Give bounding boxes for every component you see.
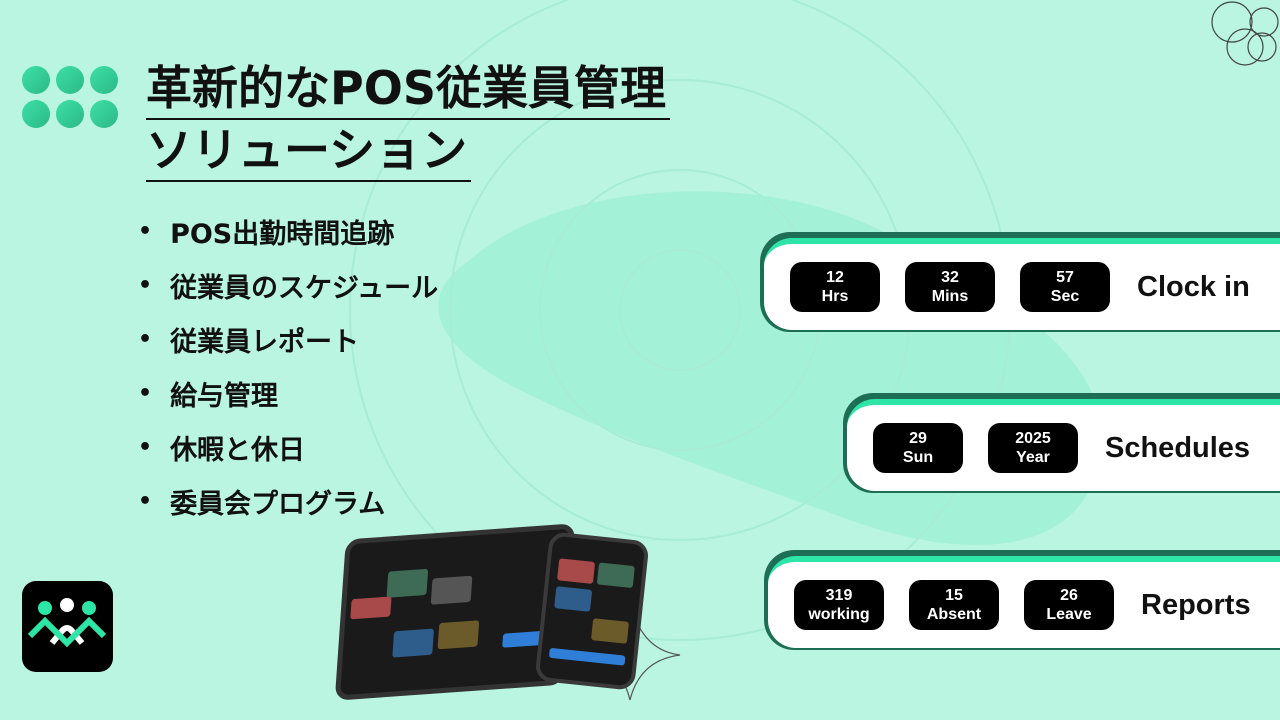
pill-value: 15 <box>945 587 963 604</box>
pill-unit: Leave <box>1046 606 1092 623</box>
pill-value: 29 <box>909 430 927 447</box>
feature-item: 従業員のスケジュール <box>138 258 438 312</box>
pill-value: 2025 <box>1015 430 1051 447</box>
page-title: 革新的なPOS従業員管理 ソリューション <box>146 58 670 182</box>
app-logo <box>22 581 113 672</box>
pill-value: 12 <box>826 269 844 286</box>
feature-item: 従業員レポート <box>138 312 438 366</box>
pill-unit: Hrs <box>821 288 849 305</box>
pill-unit: working <box>808 606 870 623</box>
feature-item: 委員会プログラム <box>138 474 438 528</box>
decorative-dots <box>22 66 118 128</box>
working-pill: 319 working <box>794 580 884 630</box>
feature-item: 給与管理 <box>138 366 438 420</box>
pill-value: 319 <box>825 587 853 604</box>
title-line-1: 革新的なPOS従業員管理 <box>146 58 670 120</box>
pill-value: 26 <box>1060 587 1078 604</box>
pill-unit: Sun <box>902 449 934 466</box>
pill-unit: Year <box>1016 449 1050 466</box>
title-line-2: ソリューション <box>146 120 472 182</box>
phone-mockup <box>534 531 650 691</box>
people-logo-icon <box>27 598 107 648</box>
pill-unit: Sec <box>1050 288 1080 305</box>
feature-item: POS出勤時間追跡 <box>138 204 438 258</box>
feature-list: POS出勤時間追跡 従業員のスケジュール 従業員レポート 給与管理 休暇と休日 … <box>138 204 438 528</box>
pill-value: 57 <box>1056 269 1074 286</box>
pill-value: 32 <box>941 269 959 286</box>
card-label: Reports <box>1141 588 1251 621</box>
pill-unit: Absent <box>926 606 982 623</box>
pill-unit: Mins <box>931 288 969 305</box>
card-label: Clock in <box>1137 270 1250 303</box>
feature-item: 休暇と休日 <box>138 420 438 474</box>
card-label: Schedules <box>1105 431 1251 464</box>
